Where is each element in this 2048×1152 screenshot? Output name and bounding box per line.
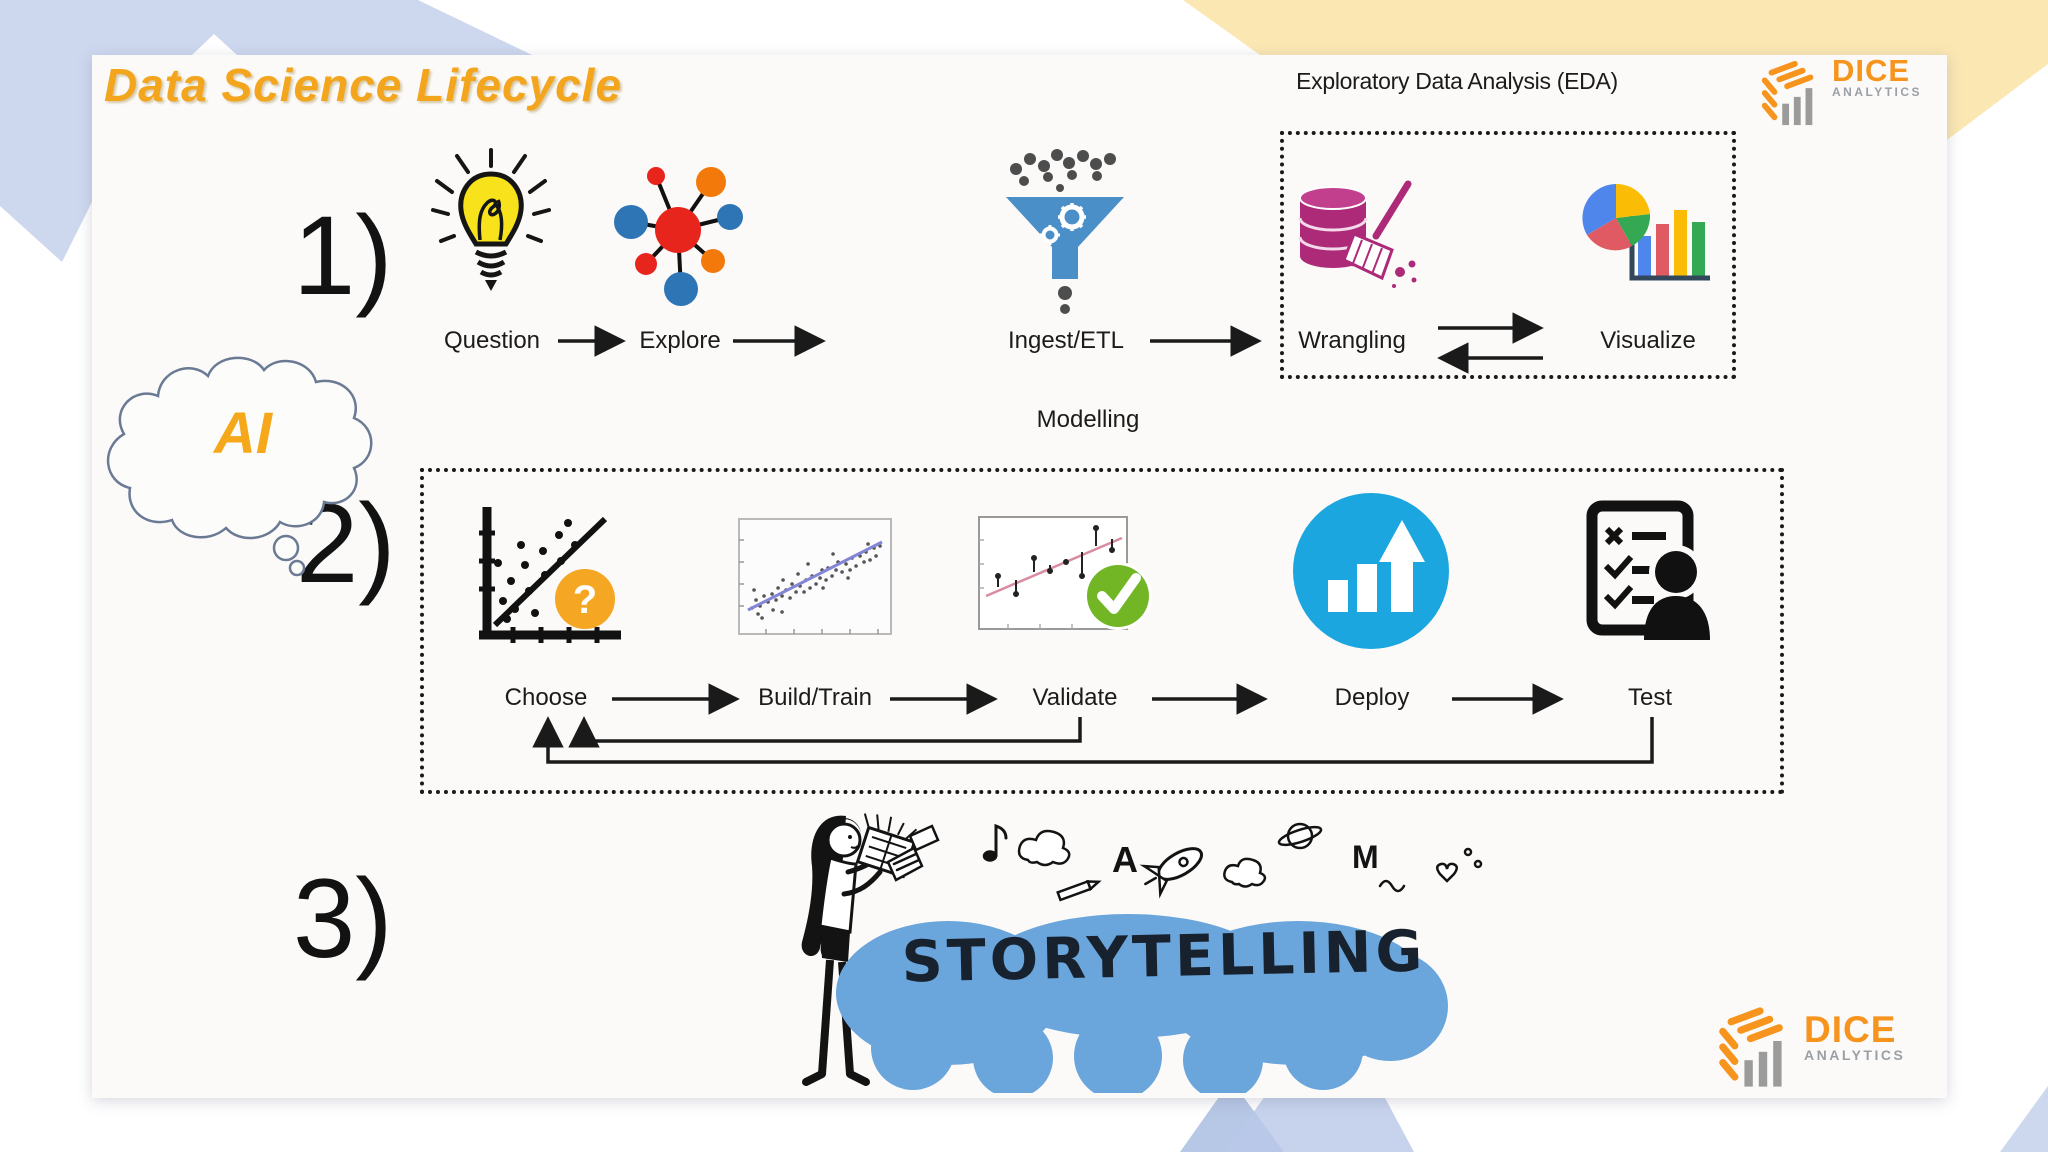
modelling-box-label: Modelling — [1036, 406, 1140, 433]
step-label-deploy: Deploy — [1334, 684, 1410, 711]
scatter-question-icon: ? — [479, 507, 621, 643]
decor-top-right-yellow — [1183, 0, 2048, 140]
choose-question-mark: ? — [573, 578, 597, 622]
network-graph-icon — [614, 167, 743, 306]
dice-logo-top: DICE ANALYTICS — [1756, 53, 1923, 130]
step-label-question: Question — [443, 327, 541, 354]
decor-top-left-notch — [192, 34, 237, 55]
decor-bottom-right-corner — [2000, 1086, 2048, 1152]
feedback-test-choose — [532, 716, 1654, 764]
fit-check-icon — [978, 516, 1152, 630]
pie-bar-chart-icon — [1582, 183, 1710, 281]
decor-bottom-triangle-right — [1225, 1096, 1414, 1152]
step-label-visualize: Visualize — [1600, 327, 1696, 354]
row3-number: 3) — [293, 856, 393, 981]
scatter-trend-icon — [738, 518, 892, 635]
step-label-ingest-etl: Ingest/ETL — [1007, 327, 1125, 354]
step-label-validate: Validate — [1032, 684, 1118, 711]
slide-title: Data Science Lifecycle — [104, 59, 623, 111]
ai-thought-cloud-icon — [107, 356, 373, 577]
database-broom-icon — [1298, 180, 1417, 288]
step-label-build-train: Build/Train — [758, 684, 872, 711]
logo-subtitle: ANALYTICS — [1804, 1047, 1906, 1064]
ai-bubble-label: AI — [214, 401, 272, 466]
funnel-gears-icon — [1006, 149, 1124, 314]
feedback-validate-choose — [568, 716, 1082, 748]
lightbulb-icon — [431, 148, 551, 291]
decor-top-left-blue — [0, 0, 532, 262]
dice-logo-bottom: DICE ANALYTICS — [1712, 1002, 1905, 1092]
doodle-letter-a: A — [1112, 839, 1138, 880]
row1-number: 1) — [293, 193, 393, 318]
checklist-person-icon — [1586, 500, 1710, 640]
logo-name: DICE — [1804, 1009, 1897, 1050]
step-label-test: Test — [1627, 684, 1673, 711]
step-label-choose: Choose — [504, 684, 588, 711]
storytelling-label: STORYTELLING — [901, 918, 1427, 996]
storytelling-blob-icon — [836, 914, 1448, 1093]
logo-subtitle: ANALYTICS — [1832, 85, 1923, 100]
story-doodles-icon: A M — [886, 822, 1483, 902]
dice-logo-icon — [1761, 60, 1814, 126]
eda-dotted-box — [1280, 131, 1736, 379]
modelling-dotted-box — [420, 468, 1784, 794]
logo-name: DICE — [1832, 53, 1911, 88]
step-label-wrangling: Wrangling — [1298, 327, 1406, 354]
step-label-explore: Explore — [639, 327, 721, 354]
eda-box-label: Exploratory Data Analysis (EDA) — [1296, 68, 1618, 94]
doodle-letter-m: M — [1352, 839, 1379, 875]
bars-up-arrow-icon — [1293, 493, 1449, 649]
dice-logo-icon — [1719, 1007, 1783, 1087]
